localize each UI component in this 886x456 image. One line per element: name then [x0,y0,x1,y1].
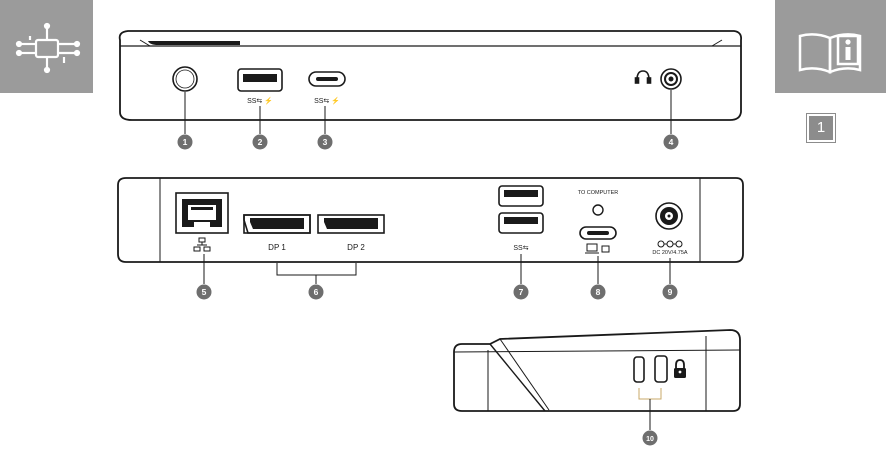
audio-jack[interactable] [660,68,682,90]
callout-number-5: 5 [202,287,207,297]
dc-in-label: DC 20V/4.75A [652,250,687,256]
usb-a-rear-label: SS⇆ [513,245,528,252]
page-number-box: 1 [806,113,836,143]
callout-bubble-8 [590,284,606,300]
laptop-icon [585,243,610,254]
callout-bubble-5 [196,284,212,300]
rear-device-body [117,177,744,263]
ethernet-port[interactable] [175,192,229,234]
side-view [453,329,741,430]
usb-c-port-front[interactable] [308,71,346,87]
side-device-body [453,329,741,412]
callout-bubble-6 [308,284,324,300]
dp2-label: DP 2 [347,243,365,252]
callout-bubble-3 [317,134,333,150]
front-view: SS⇆ ⚡ SS⇆ ⚡ [118,30,743,134]
lock-icon [674,359,686,378]
circuit-board-icon [15,22,81,74]
callout-bubble-10 [642,430,658,446]
callout-bubble-9 [662,284,678,300]
callout-number-8: 8 [596,287,601,297]
callout-number-1: 1 [183,137,188,147]
page-number: 1 [816,119,826,136]
usb-a-port-rear-bottom[interactable] [498,212,544,234]
callout-number-4: 4 [669,137,674,147]
network-icon [193,237,211,252]
callout-number-10: 10 [646,436,654,443]
power-button[interactable] [172,66,198,92]
displayport-1[interactable] [243,214,311,234]
status-led [592,204,604,216]
usb-a-port-front[interactable] [237,68,283,92]
dc-power-jack[interactable] [655,202,683,230]
callout-number-6: 6 [314,287,319,297]
usb-a-port-rear-top[interactable] [498,185,544,207]
front-device-body [118,30,743,121]
callout-bubble-7 [513,284,529,300]
callout-number-2: 2 [258,137,263,147]
headphone-icon [634,70,652,84]
callout-number-7: 7 [519,287,524,297]
dc-polarity-icon [657,240,683,248]
usb-c-front-label: SS⇆ ⚡ [314,96,340,105]
security-slot-1[interactable] [633,356,645,383]
callout-number-9: 9 [668,287,673,297]
dp1-label: DP 1 [268,243,286,252]
callout-bubble-4 [663,134,679,150]
callout-bubble-1 [177,134,193,150]
security-slot-2[interactable] [654,355,668,383]
callout-bubble-2 [252,134,268,150]
to-computer-label: TO COMPUTER [578,190,619,196]
manual-info-icon [798,33,862,74]
rear-view: DP 1 DP 2 SS⇆ TO COMPUTER [117,177,744,284]
displayport-2[interactable] [317,214,385,234]
usb-a-front-label: SS⇆ ⚡ [247,96,273,105]
usb-c-upstream-port[interactable] [579,226,617,240]
callout-number-3: 3 [323,137,328,147]
